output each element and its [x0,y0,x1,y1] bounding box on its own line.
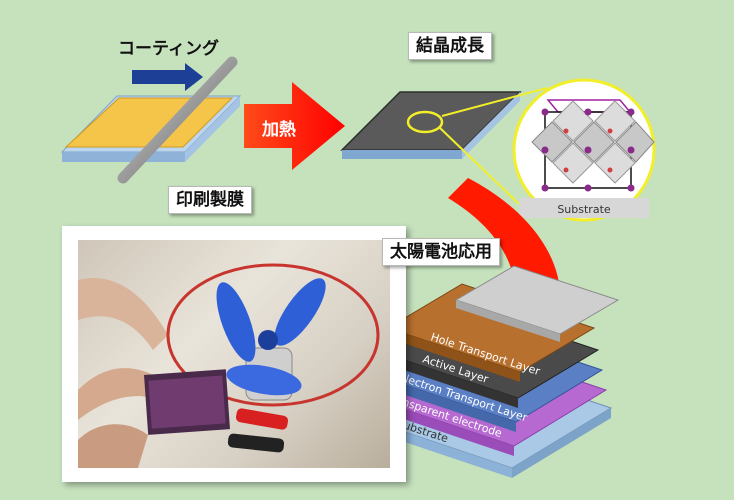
zoom-lines [439,87,548,206]
crystal-substrate-label: Substrate [557,203,611,216]
printing-label: 印刷製膜 [168,186,252,214]
coating-rod [117,56,238,184]
photo-illustration [78,263,380,468]
solar-fan-photo [62,226,406,482]
crystal-growth-label: 結晶成長 [408,32,492,60]
heat-arrow [244,82,345,170]
device-stack [331,265,620,478]
photo-content [78,240,390,468]
coating-direction-arrow [132,63,203,91]
heating-label: 加熱 [262,120,296,140]
crystal-structure-zoom [512,78,656,222]
coating-label: コーティング [118,39,219,59]
solar-application-label: 太陽電池応用 [382,238,500,266]
